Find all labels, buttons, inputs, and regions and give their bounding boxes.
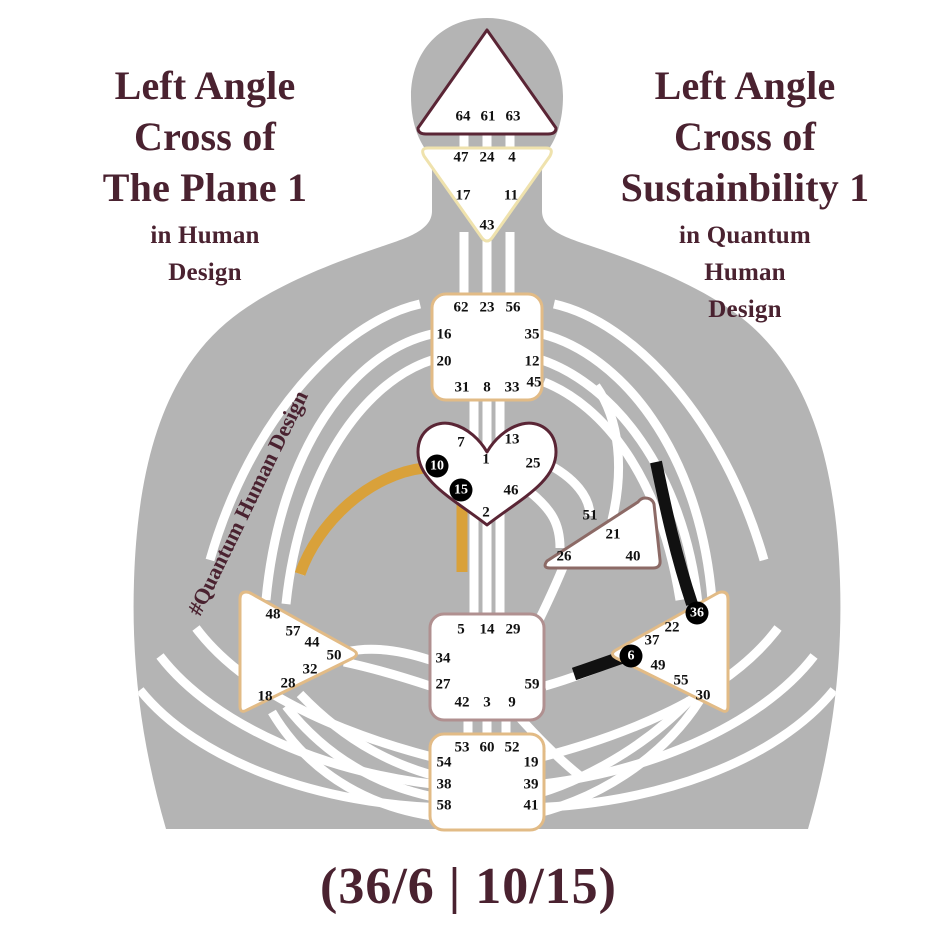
gate-48[interactable]: 48 xyxy=(265,606,281,623)
title-right-line3: Sustainbility 1 xyxy=(620,165,870,211)
title-left: Left Angle Cross of The Plane 1 in Human… xyxy=(30,60,380,288)
gate-52[interactable]: 52 xyxy=(504,739,520,756)
center-root[interactable] xyxy=(428,732,546,832)
channel-36-35 xyxy=(650,460,698,606)
title-right-sub2: Human xyxy=(704,258,786,286)
defined-channels xyxy=(294,460,698,681)
gate-51[interactable]: 51 xyxy=(582,507,598,524)
title-left-line3: The Plane 1 xyxy=(102,165,308,211)
gate-55[interactable]: 55 xyxy=(673,672,689,689)
title-right: Left Angle Cross of Sustainbility 1 in Q… xyxy=(560,60,930,325)
gate-1[interactable]: 1 xyxy=(482,451,490,468)
gate-46[interactable]: 46 xyxy=(503,482,519,499)
title-left-line1: Left Angle xyxy=(114,63,296,108)
gate-20[interactable]: 20 xyxy=(436,353,452,370)
gate-25[interactable]: 25 xyxy=(525,455,541,472)
gate-14[interactable]: 14 xyxy=(479,621,495,638)
gate-31[interactable]: 31 xyxy=(454,379,470,396)
gate-33[interactable]: 33 xyxy=(504,379,520,396)
gate-2[interactable]: 2 xyxy=(482,504,490,521)
gate-4[interactable]: 4 xyxy=(508,149,516,166)
gate-36-activated[interactable]: 36 xyxy=(685,601,709,625)
title-left-sub2: Design xyxy=(168,258,242,286)
gate-47[interactable]: 47 xyxy=(453,149,469,166)
channel-10-20 xyxy=(294,462,425,576)
gate-34[interactable]: 34 xyxy=(435,650,451,667)
gate-39[interactable]: 39 xyxy=(523,776,539,793)
title-right-line2: Cross of xyxy=(674,114,816,160)
cross-gates-caption: (36/6 | 10/15) xyxy=(320,858,617,915)
center-sacral[interactable] xyxy=(428,612,546,722)
gate-6-activated[interactable]: 6 xyxy=(619,644,643,668)
gate-9[interactable]: 9 xyxy=(508,694,516,711)
gate-26[interactable]: 26 xyxy=(556,548,572,565)
gate-28[interactable]: 28 xyxy=(280,675,296,692)
gate-8[interactable]: 8 xyxy=(483,379,491,396)
gate-58[interactable]: 58 xyxy=(436,797,452,814)
gate-15-activated[interactable]: 15 xyxy=(449,478,473,502)
gate-21[interactable]: 21 xyxy=(605,526,621,543)
gate-29[interactable]: 29 xyxy=(505,621,521,638)
gate-54[interactable]: 54 xyxy=(436,754,452,771)
gate-27[interactable]: 27 xyxy=(435,676,451,693)
center-spleen[interactable] xyxy=(238,590,358,713)
center-ajna[interactable] xyxy=(421,146,553,243)
gate-35[interactable]: 35 xyxy=(524,326,540,343)
gate-23[interactable]: 23 xyxy=(479,299,495,316)
undefined-channels xyxy=(136,128,838,823)
gate-40[interactable]: 40 xyxy=(625,548,641,565)
gate-10-activated[interactable]: 10 xyxy=(425,454,449,478)
gate-50[interactable]: 50 xyxy=(326,647,342,664)
gate-41[interactable]: 41 xyxy=(523,797,539,814)
gate-45[interactable]: 45 xyxy=(526,374,542,391)
gate-56[interactable]: 56 xyxy=(505,299,521,316)
center-head[interactable] xyxy=(416,28,558,136)
gate-19[interactable]: 19 xyxy=(523,754,539,771)
gate-22[interactable]: 22 xyxy=(664,619,680,636)
gate-3[interactable]: 3 xyxy=(483,694,491,711)
gate-5[interactable]: 5 xyxy=(457,621,465,638)
title-left-line2: Cross of xyxy=(134,114,276,160)
gate-18[interactable]: 18 xyxy=(257,688,273,705)
center-g[interactable] xyxy=(416,421,558,527)
gate-60[interactable]: 60 xyxy=(479,739,495,756)
title-right-line1: Left Angle xyxy=(654,63,836,108)
gate-17[interactable]: 17 xyxy=(455,187,471,204)
title-right-sub3: Design xyxy=(708,295,782,323)
title-left-sub1: in Human xyxy=(150,221,260,249)
gate-32[interactable]: 32 xyxy=(302,661,318,678)
gate-12[interactable]: 12 xyxy=(524,353,540,370)
gate-61[interactable]: 61 xyxy=(480,108,496,125)
gate-11[interactable]: 11 xyxy=(503,187,519,204)
gate-43[interactable]: 43 xyxy=(479,217,495,234)
gate-37[interactable]: 37 xyxy=(644,632,660,649)
gate-64[interactable]: 64 xyxy=(455,108,471,125)
gate-53[interactable]: 53 xyxy=(454,739,470,756)
gate-38[interactable]: 38 xyxy=(436,776,452,793)
gate-42[interactable]: 42 xyxy=(454,694,470,711)
gate-16[interactable]: 16 xyxy=(436,326,452,343)
gate-44[interactable]: 44 xyxy=(304,634,320,651)
center-throat[interactable] xyxy=(430,292,544,402)
gate-30[interactable]: 30 xyxy=(695,687,711,704)
center-ego[interactable] xyxy=(543,496,662,570)
title-right-sub1: in Quantum xyxy=(679,221,811,249)
gate-13[interactable]: 13 xyxy=(504,431,520,448)
gate-63[interactable]: 63 xyxy=(505,108,521,125)
gate-57[interactable]: 57 xyxy=(285,623,301,640)
gate-59[interactable]: 59 xyxy=(524,676,540,693)
gate-62[interactable]: 62 xyxy=(453,299,469,316)
gate-49[interactable]: 49 xyxy=(650,657,666,674)
gate-7[interactable]: 7 xyxy=(457,434,465,451)
gate-24[interactable]: 24 xyxy=(479,149,495,166)
